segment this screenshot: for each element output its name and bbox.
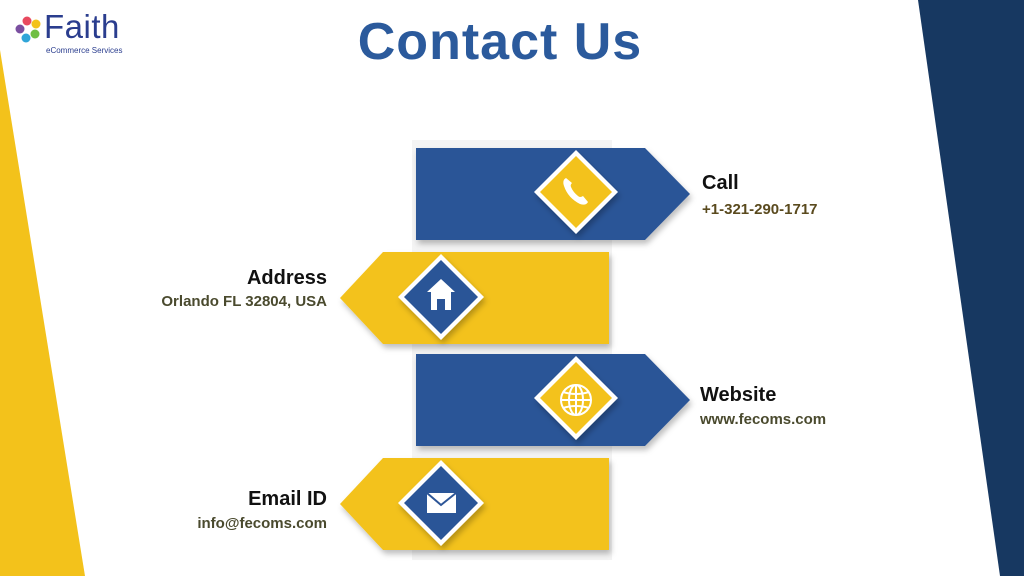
page-title: Contact Us — [357, 13, 643, 71]
email-label: Email ID — [248, 488, 327, 510]
right-navy-wedge — [918, 0, 1024, 576]
mail-icon — [426, 492, 457, 513]
website-link[interactable]: www.fecoms.com — [700, 411, 827, 428]
home-icon — [427, 279, 455, 310]
address-label: Address — [246, 267, 327, 289]
logo-flower-icon — [15, 16, 41, 43]
left-yellow-wedge — [0, 50, 85, 576]
logo-tagline: eCommerce Services — [46, 46, 123, 55]
address-value: Orlando FL 32804, USA — [161, 293, 327, 310]
website-label: Website — [700, 384, 777, 406]
email-link[interactable]: info@fecoms.com — [197, 515, 327, 532]
logo-wordmark: Faith — [44, 8, 120, 45]
call-label: Call — [702, 172, 739, 194]
call-value[interactable]: +1-321-290-1717 — [702, 201, 818, 218]
phone-icon — [563, 178, 588, 205]
globe-icon — [560, 384, 592, 416]
call-diamond — [534, 150, 618, 234]
